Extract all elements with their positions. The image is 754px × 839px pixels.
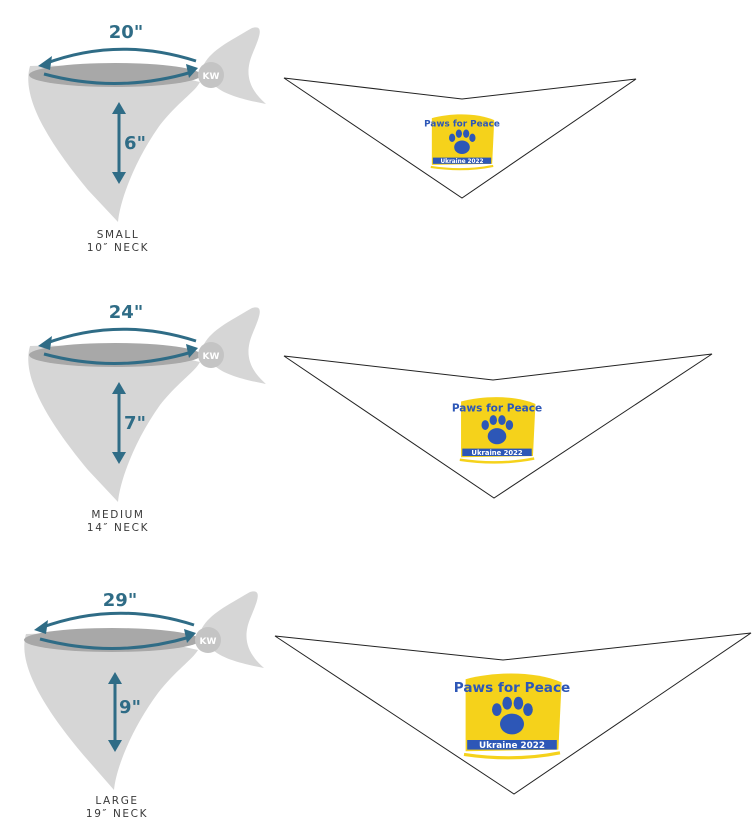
depth-arrow-bottom-head	[112, 172, 126, 184]
watermark: KW	[203, 72, 220, 82]
size-caption: MEDIUM 14″ NECK	[63, 509, 173, 535]
length-arrow-outer	[43, 47, 197, 66]
knot	[198, 62, 224, 88]
size-caption: LARGE 19″ NECK	[62, 795, 172, 821]
length-arrow-outer	[43, 327, 197, 346]
knot	[195, 627, 221, 653]
size-large: KW 29" 9" LARGE 19″ NECK Paws for Peace …	[0, 568, 754, 839]
svg-text:Ukraine 2022: Ukraine 2022	[441, 159, 484, 165]
knot	[198, 342, 224, 368]
length-arrow-inner-head	[186, 344, 198, 358]
depth-arrow-bottom-head	[108, 740, 122, 752]
length-arrow-inner-head	[186, 64, 198, 78]
length-label: 20"	[109, 22, 143, 43]
knot-tail	[204, 307, 266, 384]
neck-size: 10″ NECK	[86, 242, 150, 254]
bandana-fabric	[28, 345, 200, 502]
svg-text:Paws for Peace: Paws for Peace	[452, 402, 542, 414]
svg-text:Paws for Peace: Paws for Peace	[424, 119, 500, 129]
svg-text:Ukraine 2022: Ukraine 2022	[471, 449, 522, 457]
knot-tail	[204, 27, 266, 104]
size-medium: KW 24" 7" MEDIUM 14″ NECK Paws for Peace…	[0, 280, 754, 550]
length-label: 24"	[109, 302, 143, 323]
size-name: MEDIUM	[91, 509, 145, 521]
bandana-product: Paws for Peace Ukraine 2022	[274, 632, 752, 795]
depth-arrow-top-head	[112, 102, 126, 114]
depth-label: 7"	[124, 413, 146, 434]
length-arrow-outer-head	[34, 620, 48, 634]
length-arrow-outer	[39, 611, 195, 630]
bandana-fabric	[24, 633, 199, 790]
neck-size: 19″ NECK	[85, 808, 149, 820]
bandana-size-diagram: KW 29" 9"	[24, 590, 264, 790]
bandana-size-diagram: KW 20" 6"	[28, 22, 266, 222]
paws-for-peace-logo: Paws for Peace Ukraine 2022	[424, 114, 500, 171]
bandana-product: Paws for Peace Ukraine 2022	[283, 353, 713, 499]
size-caption: SMALL 10″ NECK	[63, 229, 173, 255]
size-name: SMALL	[96, 229, 140, 241]
length-label: 29"	[103, 590, 137, 611]
watermark: KW	[203, 352, 220, 362]
length-arrow-inner	[39, 635, 191, 651]
svg-text:Ukraine 2022: Ukraine 2022	[479, 741, 545, 751]
depth-arrow-top-head	[108, 672, 122, 684]
length-arrow-inner	[43, 70, 193, 86]
bandana-size-diagram: KW 24" 7"	[28, 302, 266, 502]
size-name: LARGE	[95, 795, 139, 807]
length-arrow-inner	[43, 350, 193, 366]
neck-size: 14″ NECK	[86, 522, 150, 534]
depth-arrow-bottom-head	[112, 452, 126, 464]
length-arrow-inner-head	[184, 629, 196, 643]
paws-for-peace-logo: Paws for Peace Ukraine 2022	[454, 673, 570, 760]
size-small: KW 20" 6" SMALL 10″ NECK Paws for Peace …	[0, 0, 754, 270]
bandana-fabric	[28, 65, 200, 222]
watermark: KW	[200, 637, 217, 647]
length-arrow-outer-head	[38, 336, 52, 350]
paws-for-peace-logo: Paws for Peace Ukraine 2022	[452, 397, 542, 464]
depth-label: 6"	[124, 133, 146, 154]
svg-text:Paws for Peace: Paws for Peace	[454, 680, 570, 696]
bandana-product: Paws for Peace Ukraine 2022	[283, 77, 637, 199]
depth-arrow-top-head	[112, 382, 126, 394]
depth-label: 9"	[119, 697, 141, 718]
length-arrow-outer-head	[38, 56, 52, 70]
